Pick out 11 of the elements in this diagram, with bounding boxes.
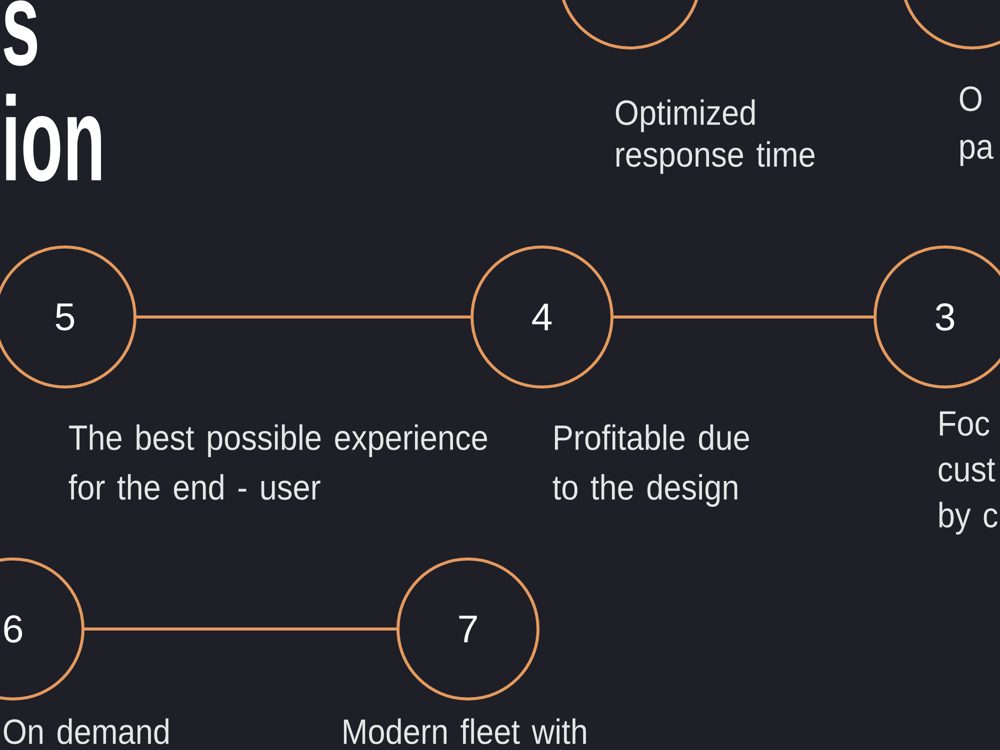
step-description: Profitable due to the design xyxy=(552,424,749,507)
step-description: On demand xyxy=(4,718,168,744)
step-description: Foc cust by c xyxy=(938,411,998,535)
connector-line xyxy=(136,316,471,318)
slide-title: s ion xyxy=(4,0,101,182)
connector-line xyxy=(84,628,397,630)
step-description: Optimized response time xyxy=(616,99,814,174)
step-description: O pa xyxy=(960,86,994,166)
step-description: The best possible experience for the end - user xyxy=(68,424,488,500)
step-description: Modern fleet with xyxy=(344,718,586,744)
connector-line xyxy=(613,316,874,318)
